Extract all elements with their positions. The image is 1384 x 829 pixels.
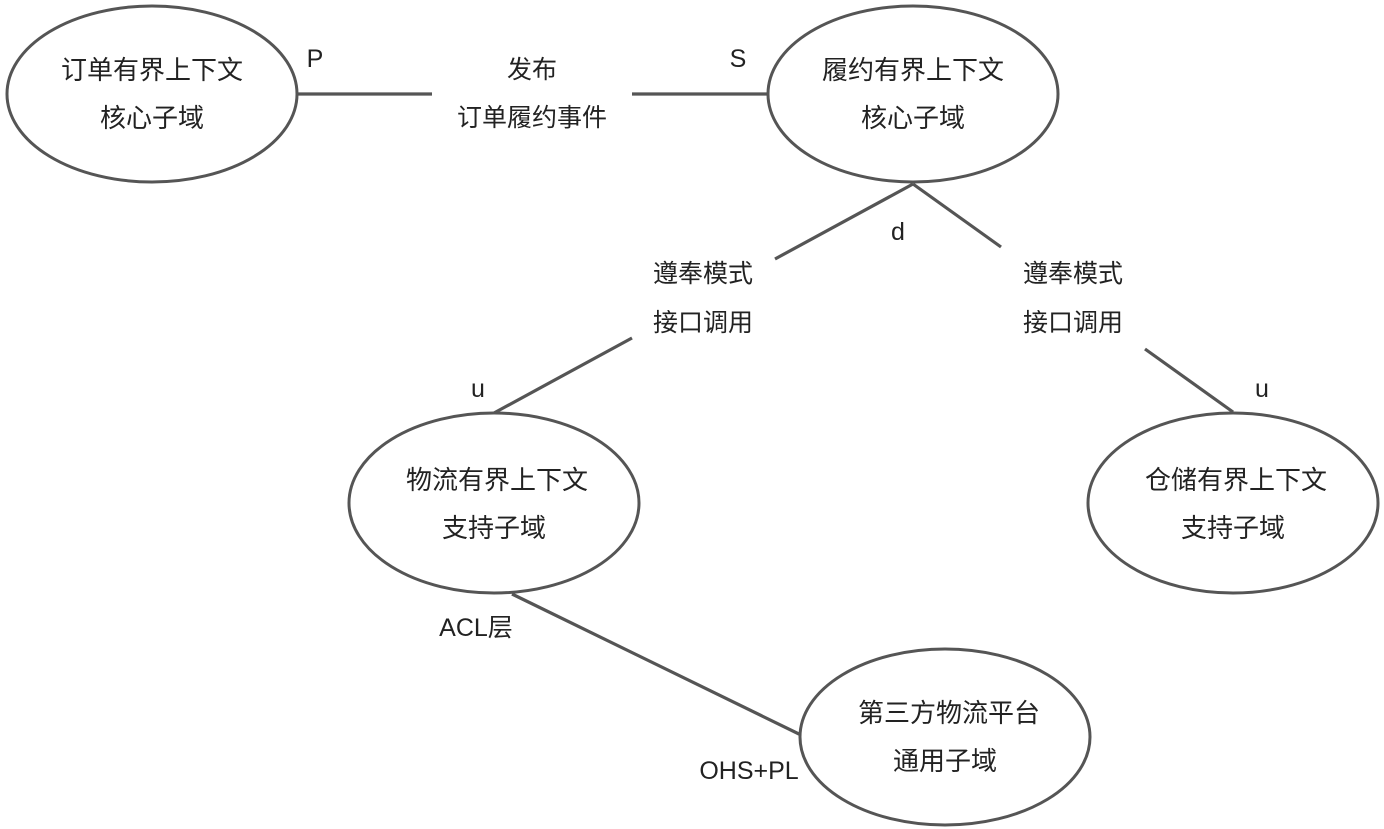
edge-label-fulfillment-warehouse: 遵奉模式 接口调用 [1023,259,1123,337]
edge-label-conformist-left: 遵奉模式 [653,259,753,288]
edge-fulfillment-to-warehouse-label [912,182,1002,249]
node-fulfillment-title: 履约有界上下文 [822,56,1004,86]
edge-label-conformist-right: 遵奉模式 [1023,259,1123,288]
node-third-party-ellipse [798,647,1092,827]
node-order-context: 订单有界上下文 核心子域 [5,4,299,184]
node-third-party-title: 第三方物流平台 [858,699,1040,729]
edge-label-api-call-right: 接口调用 [1023,308,1123,337]
edges [296,92,1234,737]
tag-downstream: d [891,218,905,246]
edge-logistics-label-to-logistics [493,336,633,415]
node-warehouse-context: 仓储有界上下文 支持子域 [1086,411,1380,595]
tag-publisher: P [307,45,324,73]
node-warehouse-ellipse [1086,411,1380,595]
edge-label-publish: 发布 [507,55,557,84]
tag-upstream-logistics: u [471,375,485,403]
node-order-subtitle: 核心子域 [100,104,204,134]
relationship-tags: P S d u u ACL层 OHS+PL [307,45,1269,785]
edge-label-api-call-left: 接口调用 [653,308,753,337]
edge-label-event: 订单履约事件 [457,103,607,132]
tag-acl-layer: ACL层 [439,614,513,642]
node-logistics-context: 物流有界上下文 支持子域 [347,411,641,595]
node-order-ellipse [5,4,299,184]
node-warehouse-title: 仓储有界上下文 [1145,466,1327,496]
tag-upstream-warehouse: u [1255,375,1269,403]
node-fulfillment-context: 履约有界上下文 核心子域 [766,4,1060,184]
edge-warehouse-label-to-warehouse [1144,347,1234,414]
node-logistics-ellipse [347,411,641,595]
edge-label-order-fulfillment: 发布 订单履约事件 [457,55,607,132]
node-order-title: 订单有界上下文 [61,56,243,86]
edge-label-fulfillment-logistics: 遵奉模式 接口调用 [653,259,753,337]
node-third-party-context: 第三方物流平台 通用子域 [798,647,1092,827]
node-logistics-subtitle: 支持子域 [442,514,546,544]
edge-logistics-to-third-party [511,592,802,737]
tag-ohs-pl: OHS+PL [699,757,798,785]
node-third-party-subtitle: 通用子域 [893,747,997,777]
edge-fulfillment-to-logistics-label [774,182,914,261]
node-fulfillment-subtitle: 核心子域 [861,104,965,134]
node-logistics-title: 物流有界上下文 [406,466,588,496]
node-warehouse-subtitle: 支持子域 [1181,514,1285,544]
node-fulfillment-ellipse [766,4,1060,184]
tag-subscriber: S [730,45,747,73]
